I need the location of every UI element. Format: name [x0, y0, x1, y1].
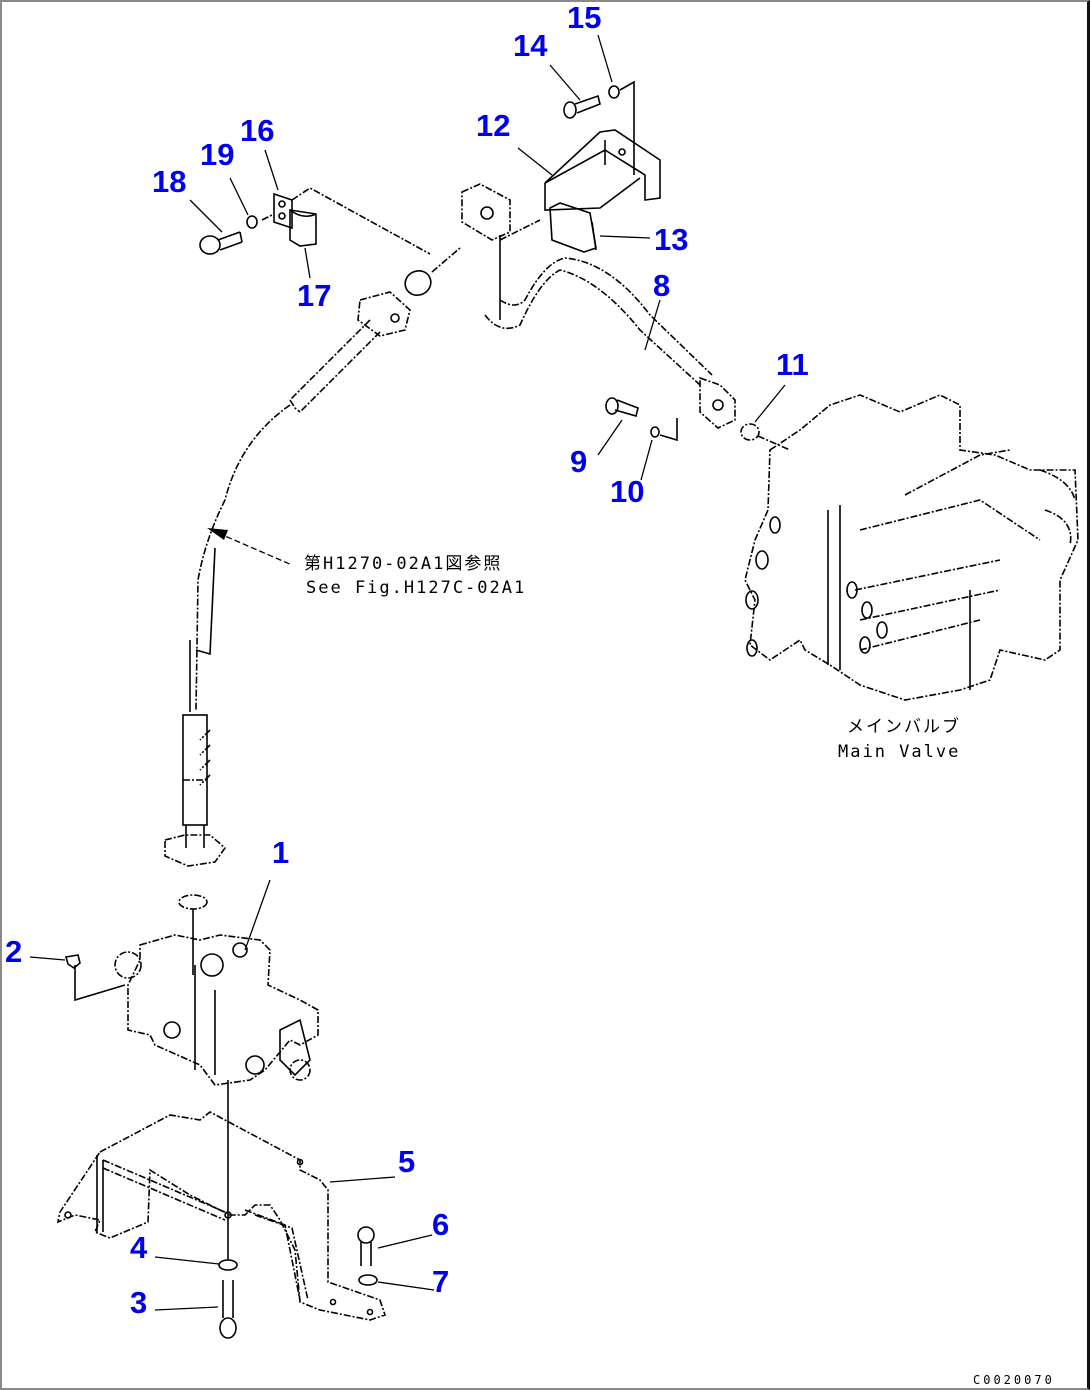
callout-2[interactable]: 2: [5, 934, 22, 969]
reference-note-en: See Fig.H127C-02A1: [306, 578, 526, 598]
bolt-9-shape: [605, 397, 639, 417]
callout-6[interactable]: 6: [432, 1207, 449, 1242]
bolt-6-shape: [357, 1226, 375, 1266]
drawing-code: C0020070: [973, 1373, 1055, 1387]
plug-2-shape: [64, 954, 81, 969]
callout-13[interactable]: 13: [654, 222, 688, 257]
bolt-18-shape: [199, 231, 243, 255]
callout-7[interactable]: 7: [432, 1264, 449, 1299]
tube-8-shape: [484, 257, 736, 429]
callout-10[interactable]: 10: [610, 474, 644, 509]
callout-19[interactable]: 19: [200, 137, 234, 172]
reference-note-jp: 第H1270-02A1図参照: [304, 554, 502, 574]
callout-11[interactable]: 11: [776, 347, 809, 382]
bolt-14-shape: [563, 94, 601, 119]
washer-4-shape: [218, 1259, 238, 1271]
tube-flange-shape: [461, 183, 511, 241]
callout-16[interactable]: 16: [240, 113, 274, 148]
hose-shape: [164, 404, 291, 867]
main-valve-label-en: Main Valve: [838, 742, 960, 762]
callout-3[interactable]: 3: [130, 1285, 147, 1320]
washer-10-shape: [650, 426, 660, 438]
callout-9[interactable]: 9: [570, 444, 587, 479]
washer-19-shape: [246, 215, 258, 229]
valve-block-1-shape: [114, 934, 319, 1086]
o-ring-lower-shape: [178, 894, 208, 910]
callout-17[interactable]: 17: [297, 278, 331, 313]
callout-4[interactable]: 4: [130, 1230, 148, 1265]
o-ring-upper-shape: [404, 270, 432, 296]
bracket-5-shape: [56, 1111, 387, 1321]
callout-15[interactable]: 15: [567, 0, 601, 35]
bolt-3-shape: [219, 1280, 237, 1339]
washer-7-shape: [358, 1274, 378, 1286]
leader-lines: [29, 34, 786, 1311]
callout-5[interactable]: 5: [398, 1144, 415, 1179]
o-ring-11-shape: [740, 423, 760, 441]
callout-1[interactable]: 1: [272, 835, 289, 870]
callout-18[interactable]: 18: [152, 164, 186, 199]
callout-12[interactable]: 12: [476, 108, 510, 143]
callout-14[interactable]: 14: [513, 28, 548, 63]
clamp-13-shape: [549, 202, 597, 253]
callout-8[interactable]: 8: [653, 268, 670, 303]
clamp-16-shape: [273, 192, 293, 230]
washer-15-shape: [608, 85, 620, 99]
main-valve-shape: [744, 394, 1079, 701]
clamp-bushing-17-shape: [289, 209, 317, 247]
reference-arrow: [207, 528, 293, 566]
main-valve-label-jp: メインバルブ: [847, 716, 961, 737]
flange-upper-shape: [289, 291, 411, 413]
bracket-12-shape: [544, 129, 661, 211]
